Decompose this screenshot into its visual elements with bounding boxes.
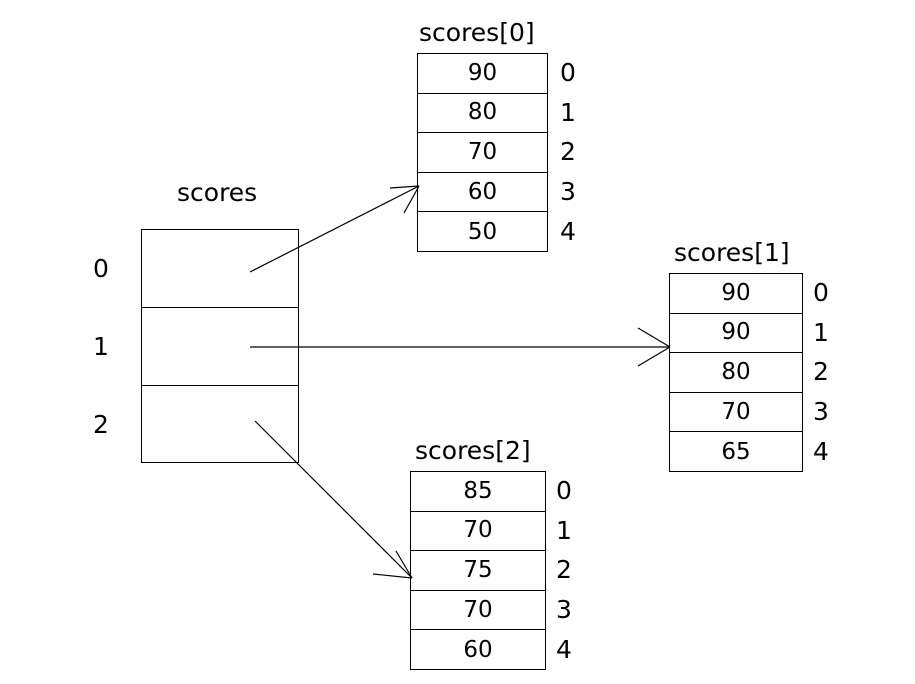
inner-array-1-cell: 65 (721, 438, 751, 465)
inner-array-1-title: scores[1] (674, 238, 790, 267)
inner-array-1-index-label: 4 (813, 436, 829, 466)
outer-index-label: 0 (93, 253, 109, 283)
outer-array-box (141, 229, 299, 463)
inner-array-1-index-label: 3 (813, 397, 829, 427)
outer-array-index-column: 0 1 2 (93, 229, 133, 463)
inner-array-2-index-label: 0 (556, 476, 572, 506)
inner-array-0-cell: 90 (418, 54, 547, 94)
inner-array-0-cell: 70 (418, 133, 547, 173)
inner-array-0-index-label: 1 (560, 97, 576, 127)
inner-array-2-index-column: 0 1 2 3 4 (556, 471, 596, 670)
inner-array-2-index-label: 4 (556, 634, 572, 664)
inner-array-2-cell: 70 (411, 512, 545, 552)
inner-array-0-index-column: 0 1 2 3 4 (560, 53, 600, 252)
inner-array-1-index-label: 0 (813, 278, 829, 308)
inner-array-2-cell: 70 (411, 591, 545, 631)
outer-array-cell (142, 308, 298, 386)
inner-array-0-index-label: 2 (560, 137, 576, 167)
inner-array-1-cell: 90 (670, 274, 802, 314)
inner-array-0-box: 90 80 70 60 50 (417, 53, 548, 252)
inner-array-1-box: 90 90 80 70 65 (669, 273, 803, 472)
pointer-row-1-to-scores1 (250, 327, 671, 367)
inner-array-0-cell: 60 (418, 173, 547, 213)
outer-array-cell (142, 386, 298, 464)
inner-array-0-index-label: 4 (560, 216, 576, 246)
inner-array-0-cell: 50 (467, 218, 498, 245)
inner-array-0-title: scores[0] (419, 18, 535, 47)
inner-array-2-title: scores[2] (415, 436, 531, 465)
outer-index-label: 2 (93, 409, 109, 439)
inner-array-2-index-label: 2 (556, 555, 572, 585)
outer-array-title: scores (177, 178, 258, 207)
inner-array-0-cell: 80 (418, 94, 547, 134)
inner-array-1-index-label: 1 (813, 317, 829, 347)
inner-array-1-index-column: 0 1 2 3 4 (813, 273, 853, 472)
inner-array-2-box: 85 70 75 70 60 (410, 471, 546, 670)
inner-array-2-cell: 85 (411, 472, 545, 512)
inner-array-2-cell: 60 (463, 636, 493, 663)
inner-array-1-cell: 90 (670, 314, 802, 354)
inner-array-1-cell: 80 (670, 353, 802, 393)
inner-array-2-index-label: 1 (556, 515, 572, 545)
inner-array-1-index-label: 2 (813, 357, 829, 387)
inner-array-1-cell: 70 (670, 393, 802, 433)
inner-array-2-cell: 75 (411, 551, 545, 591)
outer-array-cell (142, 230, 298, 308)
inner-array-0-index-label: 3 (560, 177, 576, 207)
inner-array-2-index-label: 3 (556, 595, 572, 625)
outer-index-label: 1 (93, 331, 109, 361)
inner-array-0-index-label: 0 (560, 58, 576, 88)
